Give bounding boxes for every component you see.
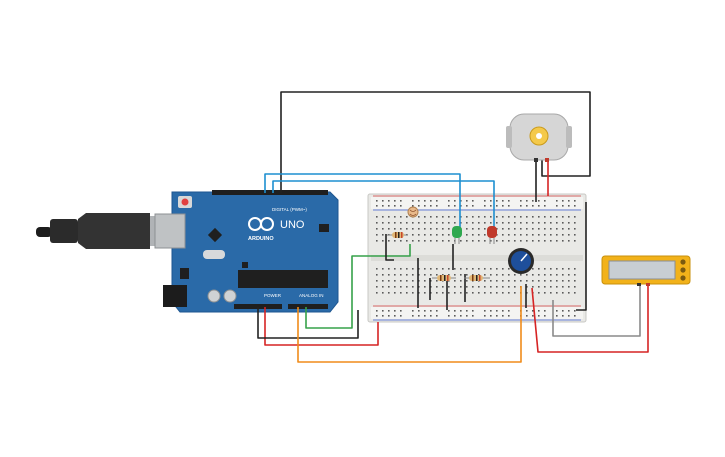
crystal xyxy=(203,250,225,259)
wire-blue xyxy=(272,180,495,236)
wires xyxy=(257,91,649,363)
power-pins-label: POWER xyxy=(264,293,282,298)
wire-black xyxy=(576,202,587,311)
wire-black xyxy=(280,91,591,193)
wire-orange xyxy=(297,286,522,363)
arduino-logo xyxy=(248,217,274,231)
capacitor xyxy=(207,289,221,303)
resistor[interactable] xyxy=(464,275,490,281)
display-module[interactable] xyxy=(601,255,691,286)
usb-cable xyxy=(36,213,174,249)
breadboard-holes xyxy=(376,200,576,317)
wire-gray xyxy=(552,282,641,337)
arduino-brand-text: ARDUINO xyxy=(248,236,274,242)
analog-pins-label: ANALOG IN xyxy=(299,293,324,298)
resistor[interactable] xyxy=(432,275,456,281)
usb-port xyxy=(154,213,186,249)
analog-header[interactable] xyxy=(288,304,328,309)
wire-green xyxy=(305,244,411,329)
digital-header[interactable] xyxy=(212,190,328,195)
bottom-power-rail xyxy=(371,307,583,319)
board-model-text: UNO xyxy=(280,219,305,231)
microcontroller-chip xyxy=(238,270,328,288)
wire-black xyxy=(257,307,359,339)
top-power-rail xyxy=(371,197,583,209)
display-screen xyxy=(608,260,676,280)
wire-blue xyxy=(264,173,461,228)
resistor[interactable] xyxy=(387,232,408,238)
wire-red xyxy=(264,307,379,346)
red-led[interactable] xyxy=(487,226,497,244)
capacitor xyxy=(223,289,237,303)
wire-red xyxy=(531,282,649,353)
power-jack xyxy=(163,285,187,307)
dc-motor[interactable] xyxy=(506,113,572,162)
digital-pins-label: DIGITAL (PWM~) xyxy=(272,207,307,212)
green-led[interactable] xyxy=(452,226,462,244)
photoresistor[interactable] xyxy=(407,206,419,218)
arduino-uno-board[interactable]: ARDUINO UNO DIGITAL (PWM~) POWER ANALOG … xyxy=(154,190,339,313)
potentiometer[interactable] xyxy=(508,248,534,274)
power-header[interactable] xyxy=(234,304,282,309)
